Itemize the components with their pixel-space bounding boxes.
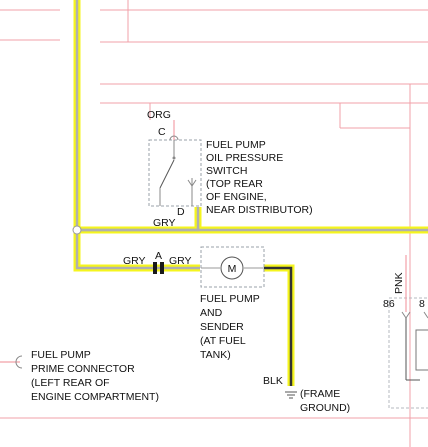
relay-wire-label: PNK xyxy=(393,272,405,294)
blk-wire-label: BLK xyxy=(263,375,283,387)
fuel-pump-motor xyxy=(200,246,265,288)
oil-pressure-switch-title: FUEL PUMP OIL PRESSURE SWITCH (TOP REAR … xyxy=(206,139,313,216)
svg-text:AND: AND xyxy=(200,307,223,319)
svg-text:ENGINE COMPARTMENT): ENGINE COMPARTMENT) xyxy=(31,391,159,403)
svg-text:(LEFT REAR OF: (LEFT REAR OF xyxy=(31,377,110,389)
ground-symbol xyxy=(285,391,297,399)
terminal-c-label: C xyxy=(158,126,166,138)
orange-wire-label: ORG xyxy=(147,109,171,121)
svg-text:NEAR DISTRIBUTOR): NEAR DISTRIBUTOR) xyxy=(206,204,313,216)
relay-pin-partial: 8 xyxy=(419,298,425,310)
prime-connector xyxy=(0,355,23,369)
svg-text:(AT FUEL: (AT FUEL xyxy=(200,335,246,347)
connector-a xyxy=(153,262,164,274)
svg-text:FUEL PUMP: FUEL PUMP xyxy=(206,139,266,151)
svg-text:SWITCH: SWITCH xyxy=(206,165,247,177)
svg-text:(TOP REAR: (TOP REAR xyxy=(206,178,263,190)
gry-wire-label-right: GRY xyxy=(169,255,192,267)
wire-cores xyxy=(75,0,428,386)
relay-pin-86: 86 xyxy=(383,298,395,310)
relay-box xyxy=(388,255,428,409)
svg-text:GROUND): GROUND) xyxy=(300,402,350,414)
svg-text:SENDER: SENDER xyxy=(200,321,244,333)
svg-text:OIL PRESSURE: OIL PRESSURE xyxy=(206,152,283,164)
svg-text:FUEL PUMP: FUEL PUMP xyxy=(200,293,260,305)
terminal-c-pin xyxy=(169,135,179,141)
svg-text:TANK): TANK) xyxy=(200,349,231,361)
svg-text:OF ENGINE,: OF ENGINE, xyxy=(206,191,267,203)
prime-connector-label: FUEL PUMP PRIME CONNECTOR (LEFT REAR OF … xyxy=(31,349,159,403)
connector-a-label: A xyxy=(155,250,162,262)
fuel-pump-title: FUEL PUMP AND SENDER (AT FUEL TANK) xyxy=(200,293,260,361)
motor-symbol: M xyxy=(228,263,237,275)
svg-text:FUEL PUMP: FUEL PUMP xyxy=(31,349,91,361)
svg-text:PRIME CONNECTOR: PRIME CONNECTOR xyxy=(31,363,135,375)
oil-pressure-switch xyxy=(148,120,202,207)
frame-ground-label: (FRAME GROUND) xyxy=(300,388,350,414)
gry-wire-label-left: GRY xyxy=(123,255,146,267)
terminal-d-label: D xyxy=(177,206,185,218)
splice-point xyxy=(72,225,82,235)
svg-text:(FRAME: (FRAME xyxy=(300,388,340,400)
gry-wire-label-switch: GRY xyxy=(153,217,176,229)
